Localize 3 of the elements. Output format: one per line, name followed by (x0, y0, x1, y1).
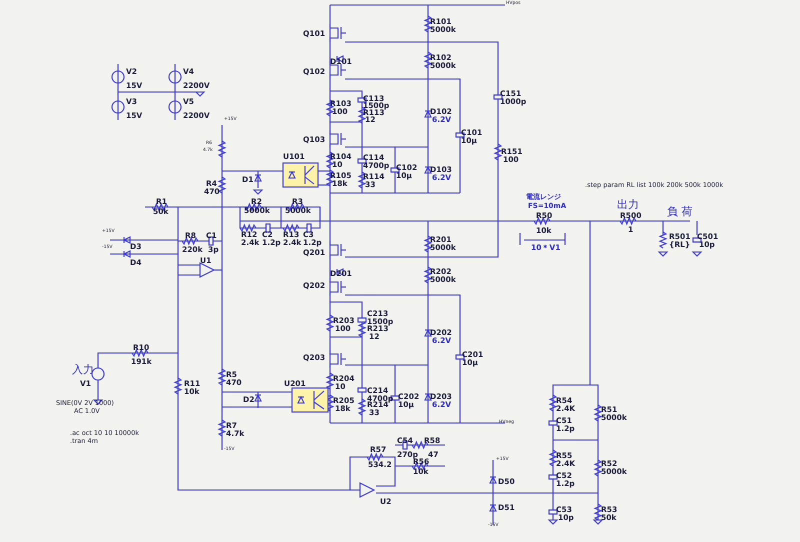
annotation: 出力 (617, 199, 639, 210)
annotation: 入力 (72, 364, 94, 375)
annotation: 負 荷 (667, 206, 692, 217)
